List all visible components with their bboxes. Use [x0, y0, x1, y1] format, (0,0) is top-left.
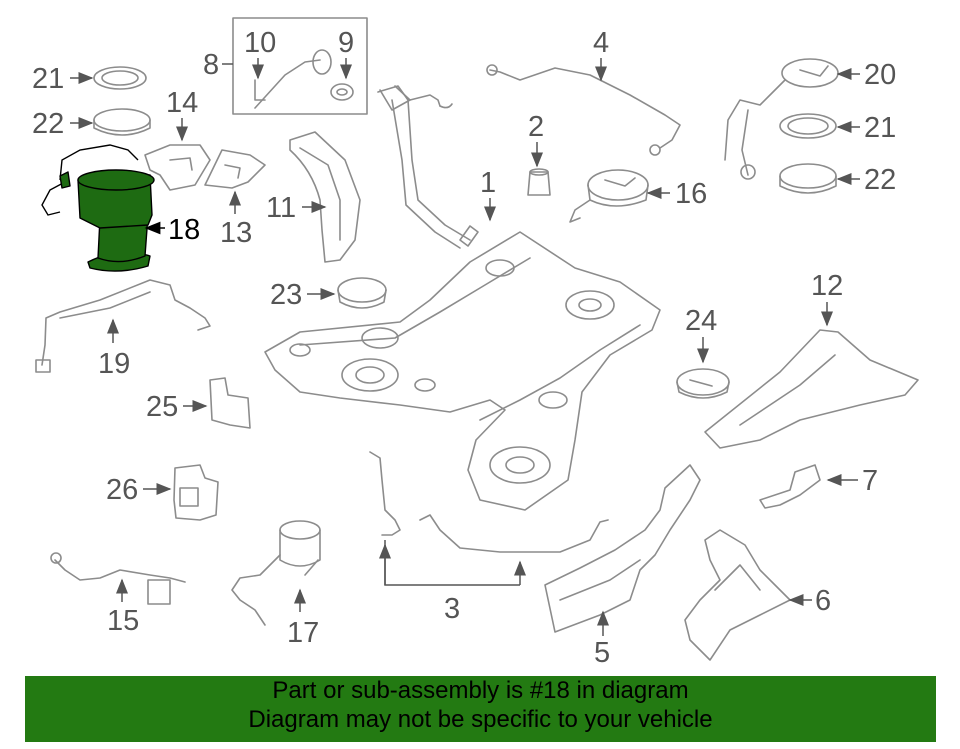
svg-text:2: 2 [528, 111, 544, 143]
svg-text:9: 9 [338, 27, 354, 59]
banner-line-1: Part or sub-assembly is #18 in diagram [272, 677, 689, 704]
part-21b-ring [779, 113, 837, 139]
callout-6: 6 [788, 585, 831, 617]
callout-23: 23 [270, 279, 336, 311]
svg-text:12: 12 [811, 270, 843, 302]
callout-12: 12 [811, 270, 843, 327]
callout-1: 1 [480, 167, 496, 222]
svg-text:7: 7 [862, 465, 878, 497]
callout-21-left: 21 [32, 63, 94, 95]
callout-22-right: 22 [836, 164, 896, 196]
part-19-harness [35, 279, 211, 373]
callout-9: 9 [338, 27, 354, 80]
svg-text:10: 10 [244, 27, 276, 59]
fuel-tank [264, 225, 661, 511]
svg-text:15: 15 [107, 605, 139, 637]
part-23-ring [337, 277, 387, 309]
callout-3: 3 [379, 540, 526, 625]
svg-text:21: 21 [864, 112, 896, 144]
part-5-strap [544, 464, 701, 633]
callout-2: 2 [528, 111, 544, 168]
part-24-ring [676, 368, 730, 399]
callout-22-left: 22 [32, 108, 94, 140]
part-15-harness [50, 552, 186, 605]
callout-10: 10 [244, 27, 276, 80]
part-7-bracket [759, 464, 821, 509]
svg-text:19: 19 [98, 348, 130, 380]
part-16-sender [569, 169, 649, 223]
part-11-shield [289, 131, 361, 263]
callout-11: 11 [266, 192, 327, 224]
part-22b-seal [779, 163, 837, 194]
svg-text:14: 14 [166, 87, 198, 119]
svg-text:4: 4 [593, 27, 609, 59]
svg-text:20: 20 [864, 59, 896, 91]
svg-text:25: 25 [146, 391, 178, 423]
callout-7: 7 [826, 465, 878, 497]
part-21a-ring [93, 66, 147, 90]
callout-17: 17 [287, 588, 319, 649]
callout-26: 26 [106, 474, 172, 506]
svg-text:8: 8 [203, 49, 219, 81]
part-20-sender-unit [724, 58, 839, 180]
svg-text:17: 17 [287, 617, 319, 649]
svg-text:1: 1 [480, 167, 496, 199]
part-13-bracket [204, 149, 266, 189]
svg-text:16: 16 [675, 178, 707, 210]
svg-text:11: 11 [266, 192, 296, 224]
callout-15: 15 [107, 578, 139, 637]
part-25-bracket [209, 377, 251, 429]
callout-16: 16 [646, 178, 707, 210]
svg-text:6: 6 [815, 585, 831, 617]
svg-text:5: 5 [594, 637, 610, 669]
callout-19: 19 [98, 318, 130, 380]
callout-8: 8 [203, 49, 233, 81]
part-8-box [232, 17, 368, 115]
callout-14: 14 [166, 87, 198, 142]
filler-neck [377, 85, 471, 249]
svg-text:21: 21 [32, 63, 64, 95]
part-18-fuel-pump [41, 144, 155, 272]
part-17-filter [231, 520, 321, 626]
svg-text:24: 24 [685, 305, 717, 337]
callout-20: 20 [836, 59, 896, 91]
svg-text:23: 23 [270, 279, 302, 311]
part-6-brace [684, 529, 791, 661]
svg-text:3: 3 [444, 593, 460, 625]
svg-text:22: 22 [864, 164, 896, 196]
callout-24: 24 [685, 305, 717, 364]
svg-text:26: 26 [106, 474, 138, 506]
callout-18: 18 [144, 214, 200, 246]
part-22a-seal [93, 108, 151, 136]
svg-text:22: 22 [32, 108, 64, 140]
banner-line-2: Diagram may not be specific to your vehi… [248, 706, 713, 733]
svg-text:18: 18 [168, 214, 200, 246]
part-12-shield [704, 329, 919, 449]
part-4-line [486, 64, 681, 156]
svg-text:13: 13 [220, 217, 252, 249]
info-banner: Part or sub-assembly is #18 in diagram D… [25, 676, 936, 742]
part-14-bracket [144, 144, 211, 191]
callout-25: 25 [146, 391, 208, 423]
callout-5: 5 [594, 610, 610, 669]
part-2-mount [527, 168, 551, 196]
callout-4: 4 [593, 27, 609, 82]
part-26-module [173, 464, 219, 521]
part-3-straps [369, 451, 609, 553]
callout-21-right: 21 [836, 112, 896, 144]
callout-13: 13 [220, 190, 252, 249]
